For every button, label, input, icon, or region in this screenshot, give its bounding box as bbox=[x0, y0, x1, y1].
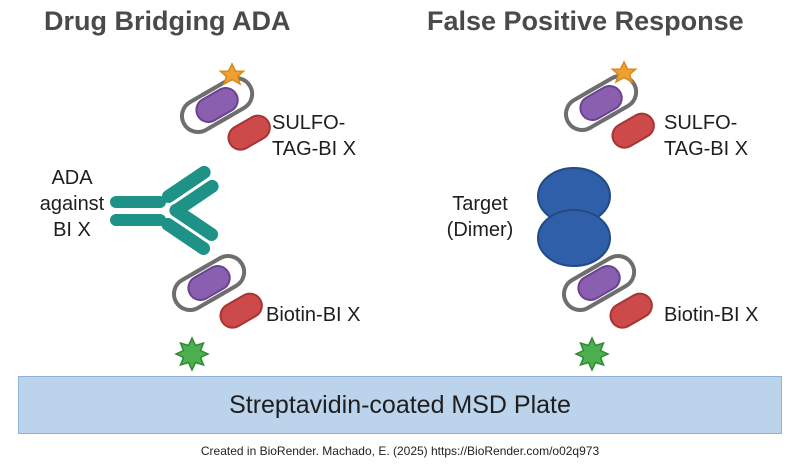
orange-star-icon bbox=[610, 60, 638, 84]
biotin-label-right: Biotin-BI X bbox=[664, 304, 759, 326]
green-star-icon bbox=[174, 336, 210, 372]
biotin-drug-left bbox=[166, 248, 270, 350]
biorender-credit: Created in BioRender. Machado, E. (2025)… bbox=[200, 444, 600, 458]
ada-antibody bbox=[110, 165, 219, 255]
biotin-label-left: Biotin-BI X bbox=[266, 304, 361, 326]
target-label-line2: (Dimer) bbox=[446, 219, 514, 241]
ada-label-line3: BI X bbox=[53, 219, 91, 241]
sulfo-tag-label-left-line2: TAG-BI X bbox=[272, 138, 357, 160]
sulfo-tag-label-left-line1: SULFO- bbox=[272, 112, 346, 134]
ada-label-line2: against bbox=[39, 193, 105, 215]
sulfo-tag-drug-left bbox=[174, 70, 278, 172]
plate-label: Streptavidin-coated MSD Plate bbox=[229, 390, 571, 419]
sulfo-tag-label-right-line2: TAG-BI X bbox=[664, 138, 749, 160]
sulfo-tag-drug-right bbox=[558, 68, 662, 170]
sulfo-tag-label-right-line1: SULFO- bbox=[664, 112, 738, 134]
orange-star-icon bbox=[218, 62, 246, 86]
green-star-icon bbox=[574, 336, 610, 372]
target-label-line1: Target bbox=[452, 193, 508, 215]
ada-label-line1: ADA bbox=[51, 167, 93, 189]
title-drug-bridging: Drug Bridging ADA bbox=[44, 6, 291, 36]
msd-plate: Streptavidin-coated MSD Plate bbox=[18, 376, 782, 434]
target-dimer bbox=[537, 167, 611, 267]
title-false-positive: False Positive Response bbox=[427, 6, 744, 36]
